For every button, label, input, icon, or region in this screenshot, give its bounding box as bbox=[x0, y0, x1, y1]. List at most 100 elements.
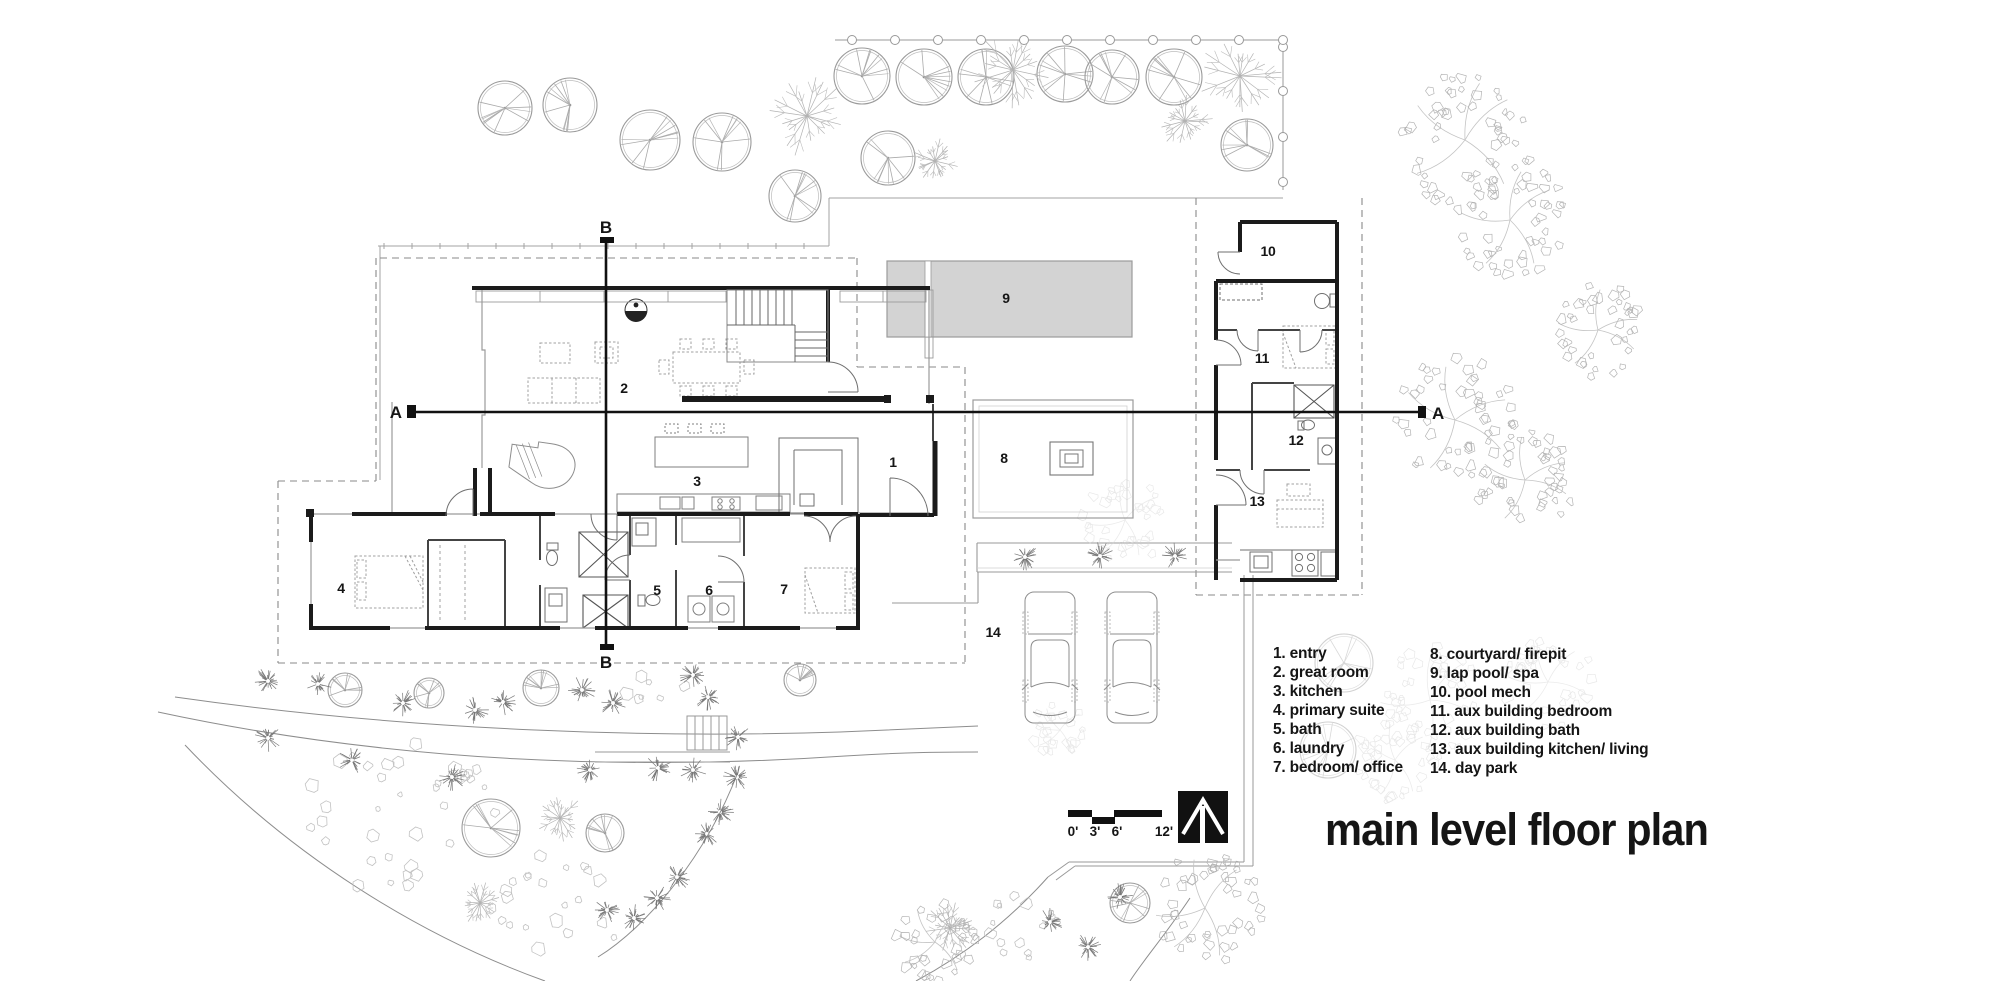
tree-oak-icon bbox=[1555, 282, 1644, 381]
section-a-right-label: A bbox=[1432, 404, 1444, 423]
scale-label: 6' bbox=[1112, 824, 1123, 839]
tree-circle-icon bbox=[1084, 49, 1140, 105]
bush-icon bbox=[1087, 542, 1113, 569]
bush-icon bbox=[339, 748, 361, 773]
rock-icon bbox=[562, 864, 570, 872]
tree-branchy-icon bbox=[974, 40, 1049, 109]
tree-oak-icon bbox=[1028, 702, 1086, 756]
tree-branchy-icon bbox=[464, 882, 500, 922]
setback-dashed bbox=[277, 198, 1363, 664]
tree-oak-icon bbox=[1380, 642, 1477, 760]
tree-circle-icon bbox=[692, 112, 752, 172]
room-number-label: 7 bbox=[780, 581, 788, 597]
tree-circle-icon bbox=[957, 48, 1015, 106]
legend-item: 11. aux building bedroom bbox=[1430, 703, 1612, 720]
dining-table bbox=[658, 338, 755, 397]
aux-living bbox=[1276, 483, 1324, 528]
room-number-label: 1 bbox=[889, 454, 897, 470]
rock-icon bbox=[410, 868, 424, 882]
rock-icon bbox=[534, 849, 547, 863]
bush-icon bbox=[679, 664, 705, 687]
rock-icon bbox=[996, 902, 1003, 909]
tree-circle-icon bbox=[1109, 882, 1151, 924]
boundary-ticks bbox=[383, 243, 805, 249]
rock-icon bbox=[380, 757, 395, 771]
ceiling-fan-icon bbox=[624, 298, 648, 322]
bush-icon bbox=[725, 726, 749, 751]
rock-icon bbox=[434, 779, 442, 788]
scale-label: 0' bbox=[1068, 824, 1079, 839]
vegetation bbox=[254, 40, 1644, 981]
rock-icon bbox=[990, 920, 996, 926]
bush-icon bbox=[723, 765, 747, 789]
rock-icon bbox=[1009, 891, 1020, 902]
rock-icon bbox=[432, 783, 440, 792]
bush-icon bbox=[668, 866, 690, 889]
rock-icon bbox=[509, 877, 517, 887]
bush-icon bbox=[643, 886, 671, 910]
bed-bedroom7 bbox=[804, 567, 856, 614]
tree-circle-icon bbox=[585, 813, 625, 853]
rock-icon bbox=[500, 890, 514, 904]
rock-icon bbox=[445, 839, 455, 848]
legend-item: 14. day park bbox=[1430, 760, 1518, 777]
section-lines: A A B B bbox=[390, 218, 1445, 672]
tree-oak-icon bbox=[1498, 636, 1598, 731]
rock-icon bbox=[402, 878, 414, 892]
rock-icon bbox=[522, 872, 532, 882]
legend-item: 7. bedroom/ office bbox=[1273, 759, 1403, 776]
tree-circle-icon bbox=[461, 798, 521, 858]
room-number-label: 4 bbox=[337, 580, 345, 596]
rock-icon bbox=[463, 769, 474, 779]
rock-icon bbox=[320, 800, 332, 814]
tree-circle-icon bbox=[833, 47, 891, 105]
site-linework bbox=[157, 35, 1363, 981]
room-number-label: 9 bbox=[1002, 290, 1010, 306]
rock-icon bbox=[408, 826, 424, 842]
parked-cars bbox=[1021, 591, 1161, 724]
walls bbox=[306, 220, 1339, 630]
rock-icon bbox=[524, 871, 532, 879]
bush-icon bbox=[695, 822, 717, 846]
rock-icon bbox=[466, 774, 476, 784]
rock-icon bbox=[967, 926, 978, 937]
bush-icon bbox=[392, 690, 416, 717]
tree-circle-icon bbox=[1220, 118, 1274, 172]
tree-circle-icon bbox=[783, 663, 817, 697]
rock-icon bbox=[397, 791, 403, 798]
tree-circle-icon bbox=[327, 672, 363, 708]
tree-oak-icon bbox=[1397, 72, 1535, 210]
rock-icon bbox=[352, 878, 365, 893]
grand-piano bbox=[508, 441, 576, 489]
rock-icon bbox=[316, 815, 328, 828]
rock-icon bbox=[996, 938, 1006, 948]
scale-labels: 0'3'6'12' bbox=[1068, 824, 1173, 839]
bush-icon bbox=[594, 901, 620, 923]
legend-item: 9. lap pool/ spa bbox=[1430, 665, 1539, 682]
rock-icon bbox=[593, 873, 607, 888]
tree-circle-icon bbox=[1145, 48, 1203, 106]
bush-icon bbox=[307, 672, 332, 696]
storage-x-boxes bbox=[578, 384, 1335, 629]
legend-item: 4. primary suite bbox=[1273, 702, 1385, 719]
tree-circle-icon bbox=[1299, 721, 1357, 779]
section-a-left-label: A bbox=[390, 403, 402, 422]
bush-icon bbox=[1013, 548, 1037, 571]
bush-icon bbox=[254, 728, 280, 752]
rock-icon bbox=[384, 852, 393, 862]
rock-icon bbox=[562, 927, 574, 939]
tree-circle-icon bbox=[522, 669, 560, 707]
bush-icon bbox=[680, 757, 706, 783]
laundry-fixtures bbox=[681, 517, 741, 623]
legend-item: 12. aux building bath bbox=[1430, 722, 1580, 739]
bush-icon bbox=[1107, 883, 1133, 909]
bush-icon bbox=[464, 696, 489, 724]
rock-icon bbox=[984, 927, 997, 940]
tree-circle-icon bbox=[619, 109, 681, 171]
bush-icon bbox=[439, 764, 466, 791]
legend-item: 2. great room bbox=[1273, 664, 1369, 681]
room-number-label: 2 bbox=[620, 380, 628, 396]
